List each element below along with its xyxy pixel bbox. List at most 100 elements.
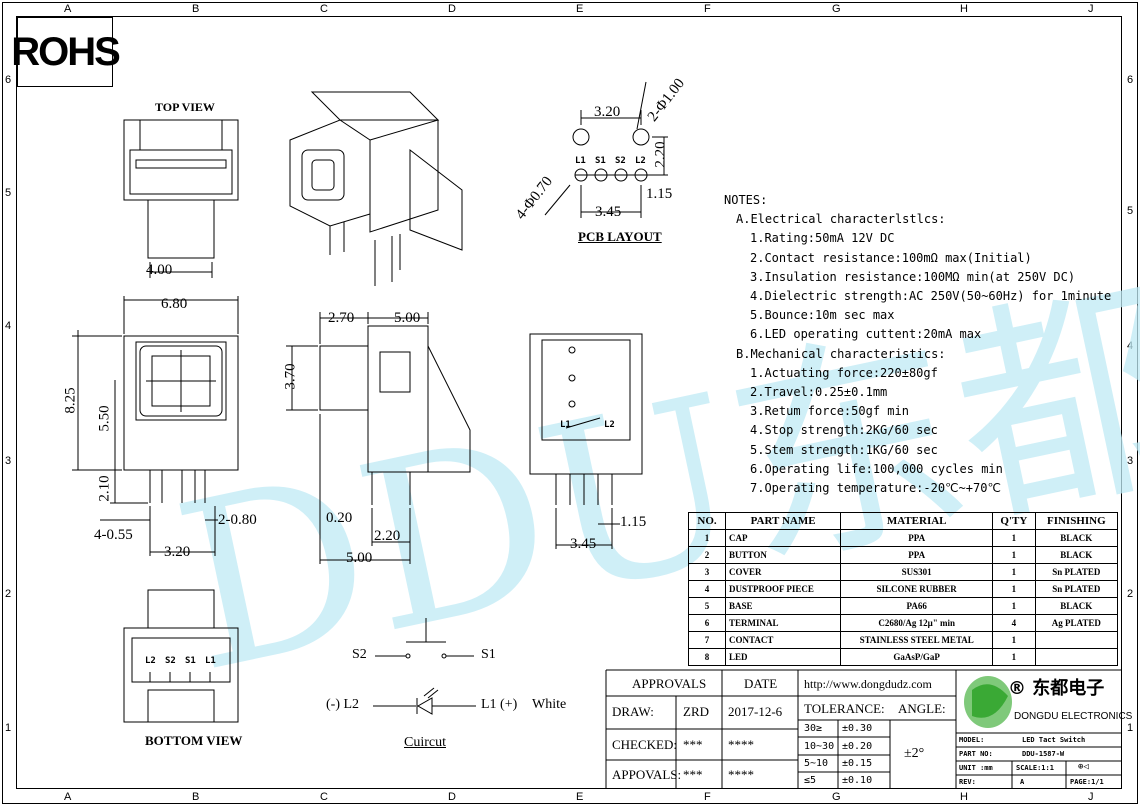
pcb-pin-label: L1 xyxy=(575,156,586,166)
bottom-pin-label: S2 xyxy=(165,656,176,666)
isometric-drawing xyxy=(289,91,463,286)
circuit-color-label: White xyxy=(532,697,567,712)
tol-range: ≤5 xyxy=(804,775,817,786)
bottom-view-drawing xyxy=(123,589,239,723)
dim-label: 3.70 xyxy=(282,363,299,390)
row-label: 4 xyxy=(5,320,12,332)
draw-name: ZRD xyxy=(683,704,709,719)
top-view-drawing xyxy=(123,119,239,278)
cell: CONTACT xyxy=(724,631,842,649)
col-label: A xyxy=(64,791,72,803)
cell: Sn PLATED xyxy=(1034,563,1119,581)
notes-line: 2.Travel:0.25±0.1mm xyxy=(750,385,888,400)
cell: C2680/Ag 12μ" min xyxy=(840,614,994,632)
pcb-pin-label: S2 xyxy=(615,156,626,166)
cell xyxy=(1034,631,1119,649)
pcb-pin-label: S1 xyxy=(595,156,606,166)
cell: 6 xyxy=(688,614,726,632)
right-view-drawing xyxy=(529,333,643,549)
cell: 3 xyxy=(688,563,726,581)
dim-label: 3.20 xyxy=(164,544,191,560)
bottom-pin-label: S1 xyxy=(185,656,196,666)
pcb-pin-label: L2 xyxy=(635,156,646,166)
notes-line: 3.Insulation resistance:100MΩ min(at 250… xyxy=(750,269,1076,284)
cell: 4 xyxy=(992,614,1036,632)
row-label: 2 xyxy=(5,588,12,600)
col-label: C xyxy=(320,791,328,803)
page-label: PAGE:1/1 xyxy=(1070,778,1104,786)
col-label: J xyxy=(1088,791,1094,803)
notes-line: 6.Operating life:100,000 cycles min xyxy=(750,461,1003,476)
col-label: C xyxy=(320,3,328,15)
dim-label: 6.80 xyxy=(161,296,188,312)
cell: 1 xyxy=(992,580,1036,598)
cell xyxy=(1034,648,1119,666)
col-label: J xyxy=(1088,3,1094,15)
dim-label: 5.50 xyxy=(96,405,113,432)
cell: Sn PLATED xyxy=(1034,580,1119,598)
dim-label: 2.70 xyxy=(328,310,355,326)
col-label: D xyxy=(448,3,456,15)
pcb-dim-label: 1.15 xyxy=(646,186,673,202)
cell: 7 xyxy=(688,631,726,649)
cell: 4 xyxy=(688,580,726,598)
cell: PA66 xyxy=(840,597,994,615)
cell: 1 xyxy=(992,597,1036,615)
notes-title: NOTES: xyxy=(724,193,768,207)
scale-label: SCALE:1:1 xyxy=(1016,764,1054,772)
cell: COVER xyxy=(724,563,842,581)
circuit-label: S2 xyxy=(352,647,367,662)
model-label: MODEL: xyxy=(959,736,985,744)
col-label: B xyxy=(192,791,200,803)
checked-name: *** xyxy=(683,737,703,752)
website-link[interactable]: http://www.dongdudz.com xyxy=(804,677,932,691)
dim-label: 0.20 xyxy=(326,510,353,526)
rohs-logo: ROHS xyxy=(11,17,121,87)
cell: 1 xyxy=(992,529,1036,547)
pcb-dim-label: 3.20 xyxy=(594,104,621,120)
tol-range: 10~30 xyxy=(804,741,835,752)
col-label: G xyxy=(832,791,841,803)
col-label: E xyxy=(576,791,584,803)
model-value: LED Tact Switch xyxy=(1022,736,1086,744)
dim-label: 2.10 xyxy=(96,475,113,502)
cell: TERMINAL xyxy=(724,614,842,632)
appovals-name: *** xyxy=(683,767,703,782)
bottom-pin-label: L1 xyxy=(205,656,216,666)
dim-label: 5.00 xyxy=(394,310,421,326)
notes-line: 3.Retum force:50gf min xyxy=(750,404,909,419)
col-label: F xyxy=(704,3,711,15)
appovals-date: **** xyxy=(728,767,754,782)
tol-range: 30≥ xyxy=(804,723,823,734)
col-label: A xyxy=(64,3,72,15)
bottom-view-caption: BOTTOM VIEW xyxy=(145,733,243,748)
notes-line: 2.Contact resistance:100mΩ max(Initial) xyxy=(750,250,1032,265)
partno-value: DDU-1587-W xyxy=(1022,750,1065,758)
cell: BLACK xyxy=(1034,597,1119,615)
notes-line: A.Electrical characterlstlcs: xyxy=(736,212,946,227)
cell: 5 xyxy=(688,597,726,615)
cell: DUSTPROOF PIECE xyxy=(724,580,842,598)
cell: Ag PLATED xyxy=(1034,614,1119,632)
dim-label: 5.00 xyxy=(346,550,373,566)
appovals-label: APPOVALS: xyxy=(612,767,682,782)
notes-line: 1.Rating:50mA 12V DC xyxy=(750,231,895,246)
checked-label: CHECKED: xyxy=(612,737,677,752)
header-cell: FINISHING xyxy=(1034,512,1119,530)
date-header: DATE xyxy=(744,676,778,691)
bottom-pin-label: L2 xyxy=(145,656,156,666)
header-cell: NO. xyxy=(688,512,726,530)
pcb-layout-caption: PCB LAYOUT xyxy=(578,229,662,244)
notes-block: NOTES: A.Electrical characterlstlcs: 1.R… xyxy=(724,191,1111,498)
row-label: 5 xyxy=(1127,205,1134,217)
cell: SILCONE RUBBER xyxy=(840,580,994,598)
projection-icon: ⊕◁ xyxy=(1078,762,1089,772)
parts-table-header: NO. PART NAME MATERIAL Q'TY FINISHING xyxy=(688,512,1119,530)
col-label: B xyxy=(192,3,200,15)
